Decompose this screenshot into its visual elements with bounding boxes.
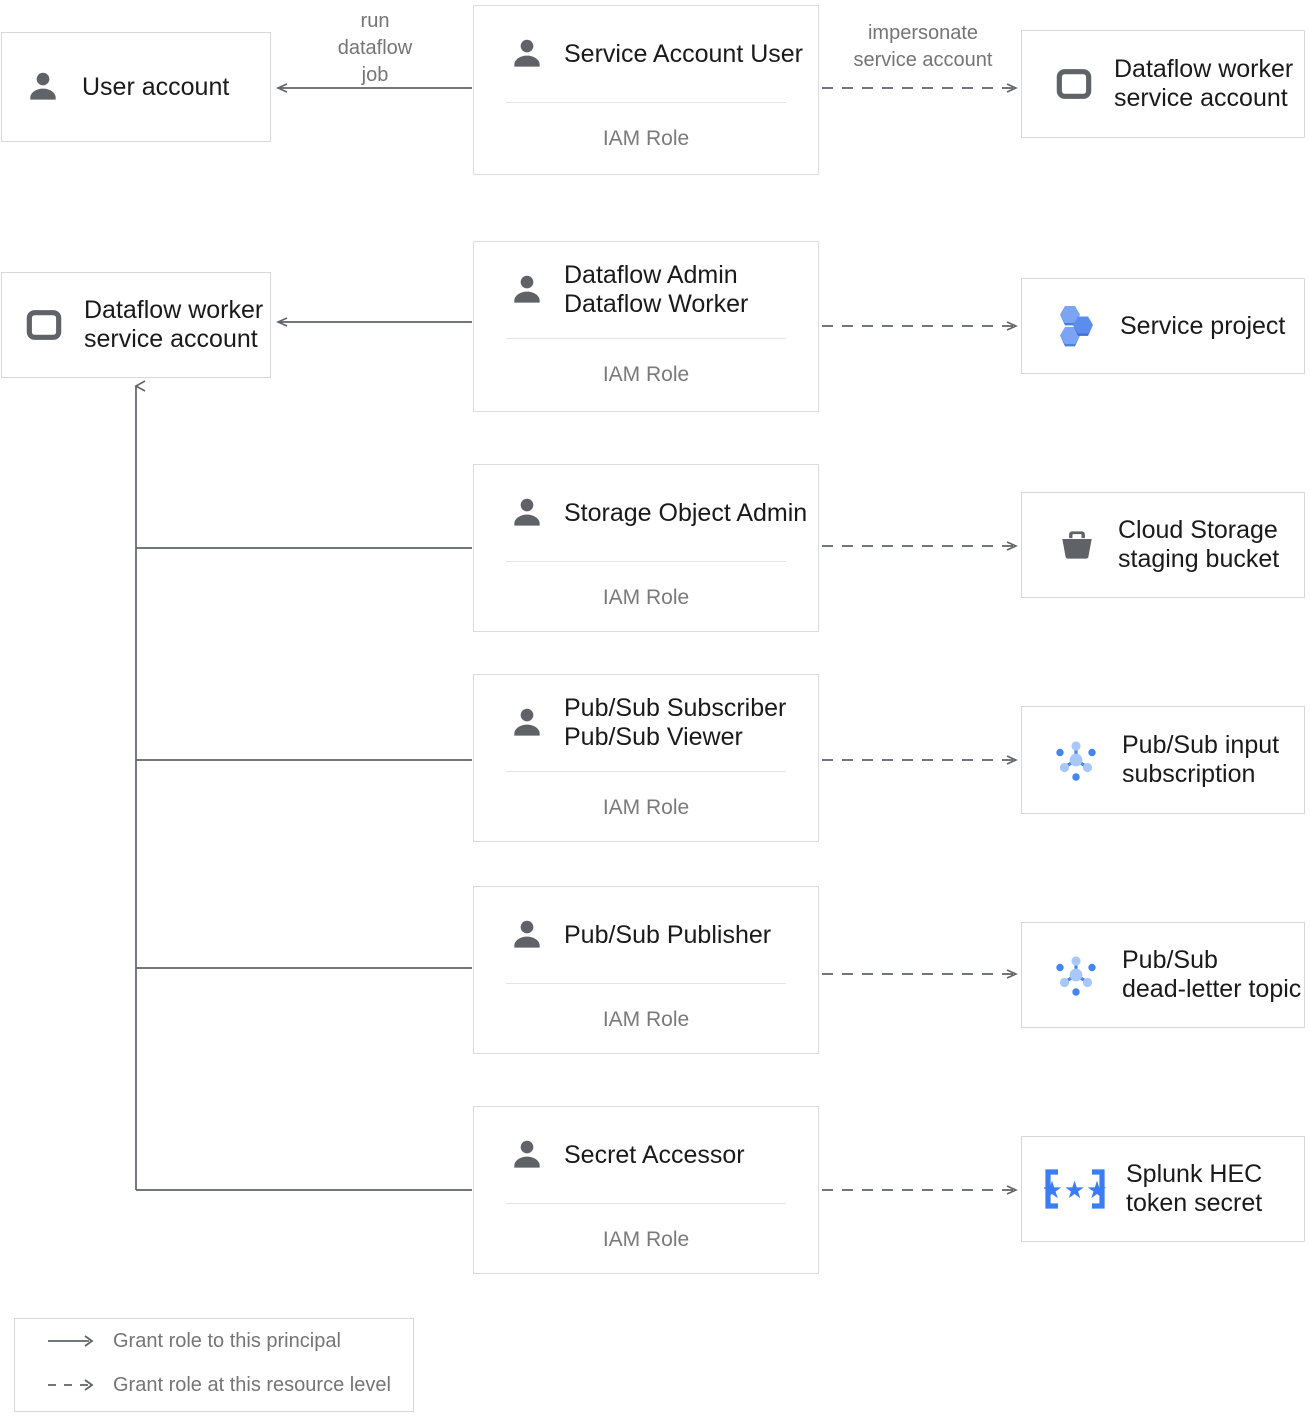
secret-icon: ★★★ (1044, 1166, 1106, 1212)
node-label: Pub/Sub dead-letter topic (1122, 946, 1302, 1003)
role-card-sublabel: IAM Role (602, 586, 690, 609)
role-card-sublabel: IAM Role (602, 363, 690, 386)
divider (506, 338, 786, 339)
divider (506, 1203, 786, 1204)
legend-row-dashed: Grant role at this resource level (15, 1363, 413, 1407)
legend-label-solid: Grant role to this principal (113, 1329, 341, 1352)
role-card-service-account-user[interactable]: Service Account User IAM Role (473, 5, 819, 175)
node-label: Dataflow worker service account (1114, 55, 1294, 112)
service-account-icon (24, 305, 64, 345)
person-icon (508, 271, 546, 309)
node-label: Service project (1120, 311, 1286, 340)
role-card-secret-accessor[interactable]: Secret Accessor IAM Role (473, 1106, 819, 1274)
node-cloud-storage-staging-bucket[interactable]: Cloud Storage staging bucket (1021, 492, 1305, 598)
node-pubsub-dead-letter-topic[interactable]: Pub/Sub dead-letter topic (1021, 922, 1305, 1028)
role-card-title: Pub/Sub Subscriber Pub/Sub Viewer (564, 694, 787, 751)
divider (506, 983, 786, 984)
node-dataflow-worker-service-account-left[interactable]: Dataflow worker service account (1, 272, 271, 378)
role-card-sublabel: IAM Role (602, 127, 690, 150)
service-account-icon (1054, 64, 1094, 104)
role-card-storage-object-admin[interactable]: Storage Object Admin IAM Role (473, 464, 819, 632)
person-icon (508, 916, 546, 954)
node-label: Dataflow worker service account (84, 296, 264, 353)
project-icon (1052, 303, 1100, 349)
node-label: Splunk HEC token secret (1126, 1160, 1263, 1217)
legend-row-solid: Grant role to this principal (15, 1319, 413, 1363)
pubsub-icon (1050, 949, 1102, 1001)
edge-label-run-dataflow-job: run dataflow job (337, 10, 413, 86)
solid-arrow-icon (45, 1331, 97, 1351)
node-pubsub-input-subscription[interactable]: Pub/Sub input subscription (1021, 706, 1305, 814)
role-card-title: Dataflow Admin Dataflow Worker (564, 261, 749, 318)
person-icon (24, 68, 62, 106)
node-splunk-hec-token-secret[interactable]: ★★★ Splunk HEC token secret (1021, 1136, 1305, 1242)
role-card-title: Storage Object Admin (564, 498, 808, 527)
divider (506, 102, 786, 103)
node-user-account[interactable]: User account (1, 32, 271, 142)
role-card-title: Service Account User (564, 39, 803, 68)
role-card-sublabel: IAM Role (602, 1228, 690, 1251)
role-card-sublabel: IAM Role (602, 1008, 690, 1031)
legend: Grant role to this principal Grant role … (14, 1318, 414, 1412)
role-card-dataflow-admin-worker[interactable]: Dataflow Admin Dataflow Worker IAM Role (473, 241, 819, 412)
role-card-sublabel: IAM Role (602, 796, 690, 819)
person-icon (508, 704, 546, 742)
role-card-pubsub-subscriber-viewer[interactable]: Pub/Sub Subscriber Pub/Sub Viewer IAM Ro… (473, 674, 819, 842)
node-service-project[interactable]: Service project (1021, 278, 1305, 374)
node-label: Cloud Storage staging bucket (1118, 516, 1280, 573)
bucket-icon (1056, 524, 1098, 566)
person-icon (508, 35, 546, 73)
person-icon (508, 494, 546, 532)
legend-label-dashed: Grant role at this resource level (113, 1373, 391, 1396)
edge-label-impersonate-service-account: impersonate service account (853, 22, 993, 71)
role-card-title: Secret Accessor (564, 1140, 745, 1169)
divider (506, 561, 786, 562)
person-icon (508, 1136, 546, 1174)
role-card-pubsub-publisher[interactable]: Pub/Sub Publisher IAM Role (473, 886, 819, 1054)
node-dataflow-worker-service-account-right[interactable]: Dataflow worker service account (1021, 30, 1305, 138)
role-card-title: Pub/Sub Publisher (564, 920, 772, 949)
divider (506, 771, 786, 772)
pubsub-icon (1050, 734, 1102, 786)
node-label: User account (82, 72, 230, 101)
svg-text:★★★: ★★★ (1044, 1177, 1106, 1204)
node-label: Pub/Sub input subscription (1122, 731, 1280, 788)
dashed-arrow-icon (45, 1375, 97, 1395)
